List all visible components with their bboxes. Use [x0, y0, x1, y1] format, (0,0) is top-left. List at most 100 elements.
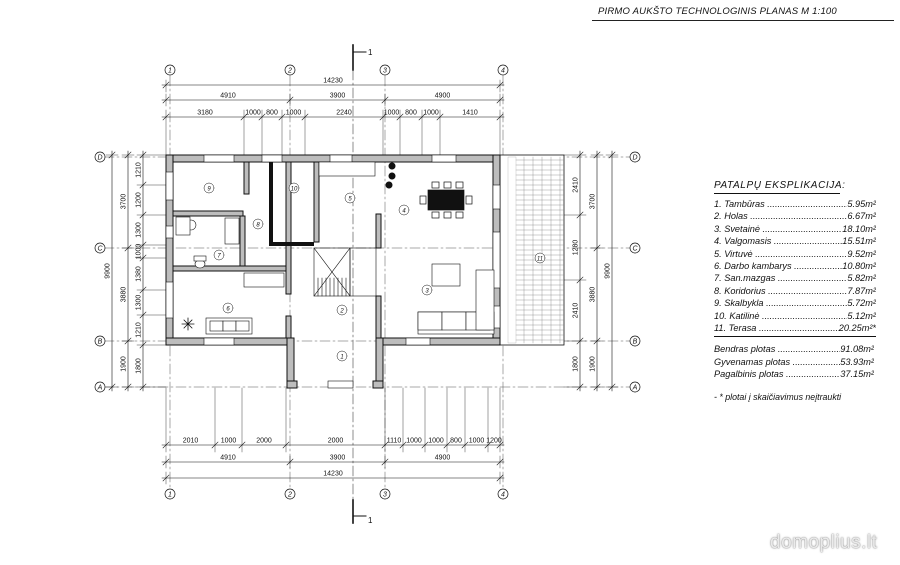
office-furniture [181, 272, 285, 335]
dim-top-detail-2: 1000 [245, 110, 261, 117]
area-total-row: Bendras plotas91.08m² [714, 343, 874, 355]
axis-marker-left-D: D [94, 151, 106, 163]
dim-left-detail-4: 1000 [136, 244, 143, 260]
axis-marker-right-A-label: A [632, 385, 638, 392]
room-schedule-row: 8. Koridorius7.87m² [714, 285, 876, 297]
sofa [417, 269, 495, 335]
dim-bottom-detail-10: 1200 [486, 438, 502, 445]
bathroom-fixtures [175, 216, 240, 269]
dim-bottom-detail-9: 1000 [469, 438, 485, 445]
dim-left-main-3: 1900 [121, 356, 128, 372]
room-11-label: 11 [537, 256, 543, 262]
dim-top-detail-1: 3180 [197, 110, 213, 117]
section-mark-top-label: 1 [368, 48, 373, 57]
kitchen-counter [318, 161, 396, 189]
dim-top-detail-3: 800 [266, 110, 278, 117]
title-underline [592, 20, 894, 21]
room-schedule-area: 6.67m² [847, 211, 876, 222]
watermark: domoplius.lt [770, 532, 878, 553]
room-schedule-area: 7.87m² [847, 285, 876, 296]
axis-marker-right-C-label: C [632, 246, 638, 253]
room-schedule-name: 1. Tambūras [714, 198, 847, 210]
room-9-label: 9 [207, 186, 211, 192]
room-10-label: 10 [291, 186, 298, 192]
boiler-room-walls [269, 162, 314, 246]
dim-top-total-1: 14230 [323, 78, 343, 85]
dim-top-detail-6: 1000 [384, 110, 400, 117]
dim-top-detail-5: 2240 [336, 110, 352, 117]
axis-marker-bottom-4-label: 4 [501, 492, 505, 499]
room-1-label: 1 [340, 354, 343, 360]
room-schedule-name: 8. Koridorius [714, 285, 847, 297]
dim-left-detail-5: 1380 [136, 266, 143, 282]
section-mark-bottom: 1 [352, 499, 373, 525]
dim-left-detail-1: 1210 [136, 162, 143, 178]
room-schedule-row: 1. Tambūras5.95m² [714, 198, 876, 210]
room-schedule-name: 5. Virtuvė [714, 248, 847, 260]
room-schedule-row: 5. Virtuvė9.52m² [714, 248, 876, 260]
room-schedule-area: 18.10m² [842, 223, 876, 234]
dim-bottom-detail-8: 800 [450, 438, 462, 445]
dim-top-main-1: 4910 [220, 93, 236, 100]
dim-right-detail-1: 2410 [573, 177, 580, 193]
dim-right-detail-4: 1800 [573, 356, 580, 372]
room-6-marker: 6 [222, 302, 234, 314]
area-total-row: Pagalbinis plotas37.15m² [714, 368, 874, 380]
room-schedule-row: 2. Holas6.67m² [714, 210, 876, 222]
room-schedule: PATALPŲ EKSPLIKACIJA: 1. Tambūras5.95m²2… [714, 180, 899, 402]
room-schedule-area: 5.12m² [847, 310, 876, 321]
axis-marker-top-3: 3 [379, 64, 391, 76]
axis-marker-bottom-1: 1 [164, 488, 176, 500]
axis-marker-top-1: 1 [164, 64, 176, 76]
room-5-marker: 5 [344, 192, 356, 204]
room-4-label: 4 [402, 208, 406, 214]
room-schedule-name: 7. San.mazgas [714, 272, 847, 284]
room-schedule-name: 6. Darbo kambarys [714, 260, 842, 272]
room-9-marker: 9 [203, 182, 215, 194]
section-mark-bottom-label: 1 [368, 516, 373, 525]
axis-marker-top-4-label: 4 [501, 68, 505, 75]
dim-left-main-2: 3880 [121, 287, 128, 303]
section-mark-top: 1 [352, 44, 373, 506]
axis-marker-top-3-label: 3 [383, 68, 387, 75]
room-2-marker: 2 [336, 304, 348, 316]
dim-left-detail-2: 1200 [136, 192, 143, 208]
axis-marker-bottom-1-label: 1 [168, 492, 172, 499]
room-schedule-area: 5.72m² [847, 298, 876, 309]
room-3-marker: 3 [421, 284, 433, 296]
room-schedule-row: 10. Katilinė5.12m² [714, 310, 876, 322]
dim-top-main-2: 3900 [330, 93, 346, 100]
room-8-label: 8 [256, 222, 260, 228]
axis-marker-left-A: A [94, 381, 106, 393]
dim-bottom-detail-6: 1000 [406, 438, 422, 445]
axis-marker-bottom-3-label: 3 [383, 492, 387, 499]
axis-marker-bottom-2-label: 2 [287, 492, 292, 499]
dim-right-main-3: 1900 [590, 356, 597, 372]
room-7-marker: 7 [213, 249, 225, 261]
dim-bottom-detail-3: 2000 [256, 438, 272, 445]
dim-top-detail-4: 1000 [286, 110, 302, 117]
axis-marker-right-A: A [629, 381, 641, 393]
room-10-marker: 10 [288, 182, 300, 194]
room-11-marker: 11 [534, 252, 546, 264]
dim-top-main-3: 4900 [435, 93, 451, 100]
dim-left-main-1: 3700 [121, 194, 128, 210]
dim-right-detail-3: 2410 [573, 303, 580, 319]
room-6-label: 6 [226, 306, 230, 312]
dim-bottom-detail-7: 1000 [428, 438, 444, 445]
dim-left-detail-6: 1300 [136, 295, 143, 311]
dim-left-detail-8: 1800 [136, 358, 143, 374]
axis-marker-left-B: B [94, 335, 106, 347]
room-2-label: 2 [339, 308, 344, 314]
dim-top-detail-8: 1000 [423, 110, 439, 117]
room-schedule-title: PATALPŲ EKSPLIKACIJA: [714, 180, 845, 194]
room-schedule-area: 5.82m² [847, 273, 876, 284]
axis-marker-right-C: C [629, 242, 641, 254]
dim-left-detail-7: 1210 [136, 322, 143, 338]
room-schedule-row: 6. Darbo kambarys10.80m² [714, 260, 876, 272]
room-1-marker: 1 [336, 350, 348, 362]
axis-marker-right-B-label: B [633, 339, 638, 346]
area-total-row: Gyvenamas plotas53.93m² [714, 356, 874, 368]
